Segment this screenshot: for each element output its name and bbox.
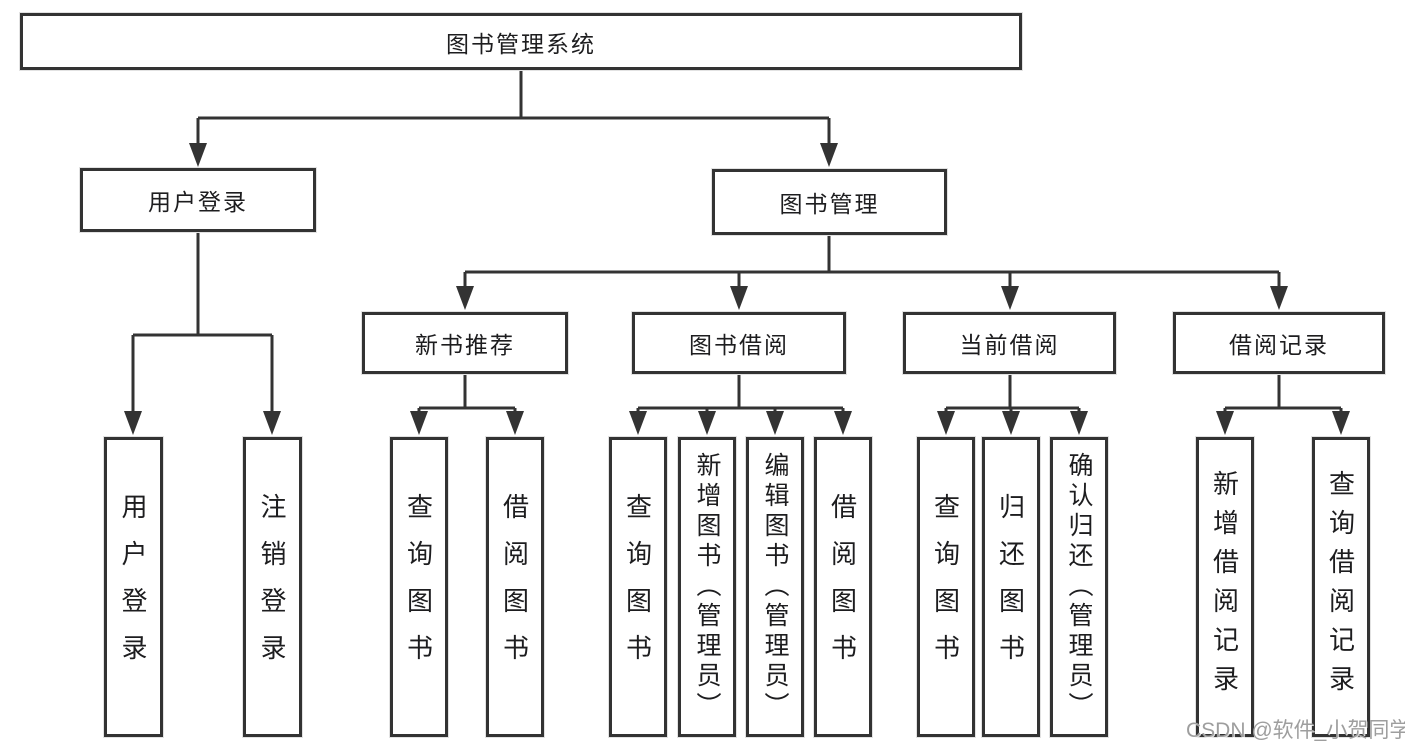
leaf-borrow-books-recommend: 借阅图书 — [486, 437, 544, 737]
leaf-add-borrow-record: 新增借阅记录 — [1196, 437, 1254, 737]
node-current-borrowing: 当前借阅 — [903, 312, 1116, 374]
csdn-watermark: CSDN @软件_小贺同学 — [1186, 719, 1405, 742]
leaf-query-books-borrow: 查询图书 — [609, 437, 667, 737]
leaf-query-books-recommend: 查询图书 — [390, 437, 448, 737]
leaf-query-books-current: 查询图书 — [917, 437, 975, 737]
node-book-borrowing: 图书借阅 — [632, 312, 846, 374]
node-new-book-recommendation: 新书推荐 — [362, 312, 568, 374]
leaf-edit-book-admin: 编辑图书（管理员） — [746, 437, 804, 737]
node-borrowing-records: 借阅记录 — [1173, 312, 1385, 374]
node-book-management: 图书管理 — [712, 169, 947, 235]
leaf-add-book-admin: 新增图书（管理员） — [678, 437, 736, 737]
leaf-return-book: 归还图书 — [982, 437, 1040, 737]
leaf-confirm-return-admin: 确认归还（管理员） — [1050, 437, 1108, 737]
node-root-library-system: 图书管理系统 — [20, 13, 1022, 70]
leaf-logout: 注销登录 — [243, 437, 302, 737]
leaf-query-borrow-record: 查询借阅记录 — [1312, 437, 1370, 737]
node-user-login: 用户登录 — [80, 168, 316, 232]
leaf-user-login: 用户登录 — [104, 437, 163, 737]
leaf-borrow-books: 借阅图书 — [814, 437, 872, 737]
